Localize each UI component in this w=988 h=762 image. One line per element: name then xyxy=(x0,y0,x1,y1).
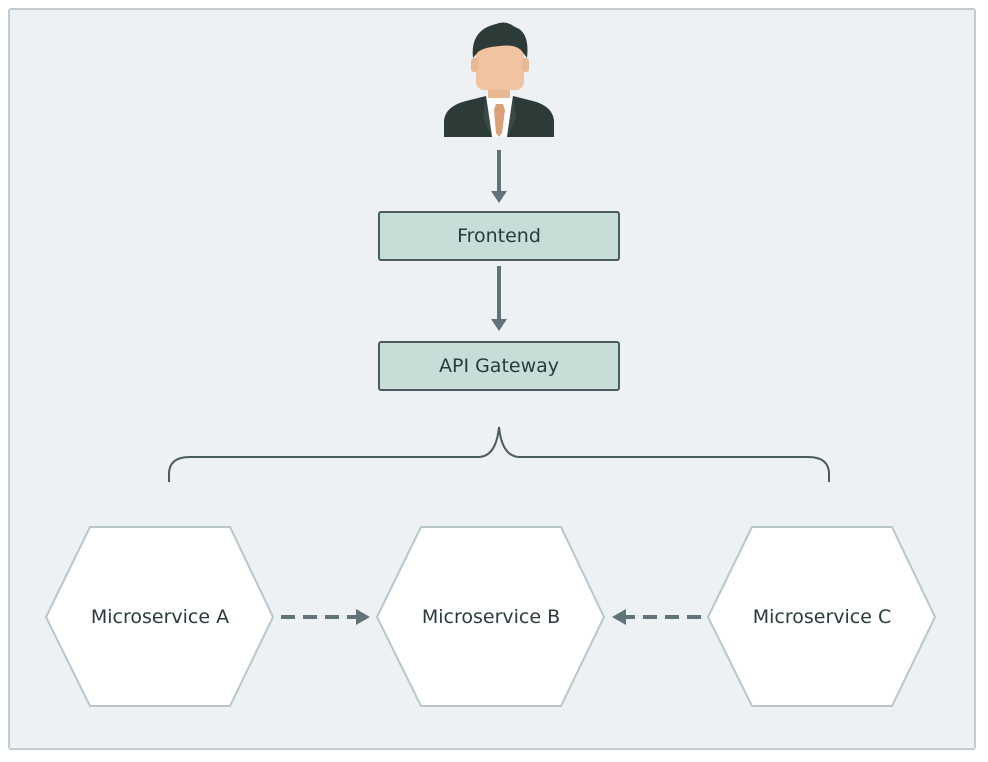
frontend-node[interactable]: Frontend xyxy=(378,211,620,261)
microservice-c-label[interactable]: Microservice C xyxy=(752,606,892,628)
hexagon-microservice-a[interactable] xyxy=(44,526,275,707)
user-businessman-icon xyxy=(444,22,554,137)
microservice-a-label[interactable]: Microservice A xyxy=(90,606,230,628)
hexagon-microservice-b[interactable] xyxy=(375,526,606,707)
api-gateway-label: API Gateway xyxy=(438,355,560,377)
fanout-brace xyxy=(168,426,830,482)
arrowhead-user-to-frontend xyxy=(491,191,507,203)
arrowhead-frontend-to-gateway xyxy=(491,319,507,331)
microservice-b-label[interactable]: Microservice B xyxy=(421,606,561,628)
arrowhead-c-to-b xyxy=(612,609,626,625)
api-gateway-node[interactable]: API Gateway xyxy=(378,341,620,391)
arrowhead-a-to-b xyxy=(356,609,370,625)
frontend-label: Frontend xyxy=(457,225,541,247)
hexagon-microservice-c[interactable] xyxy=(706,526,937,707)
